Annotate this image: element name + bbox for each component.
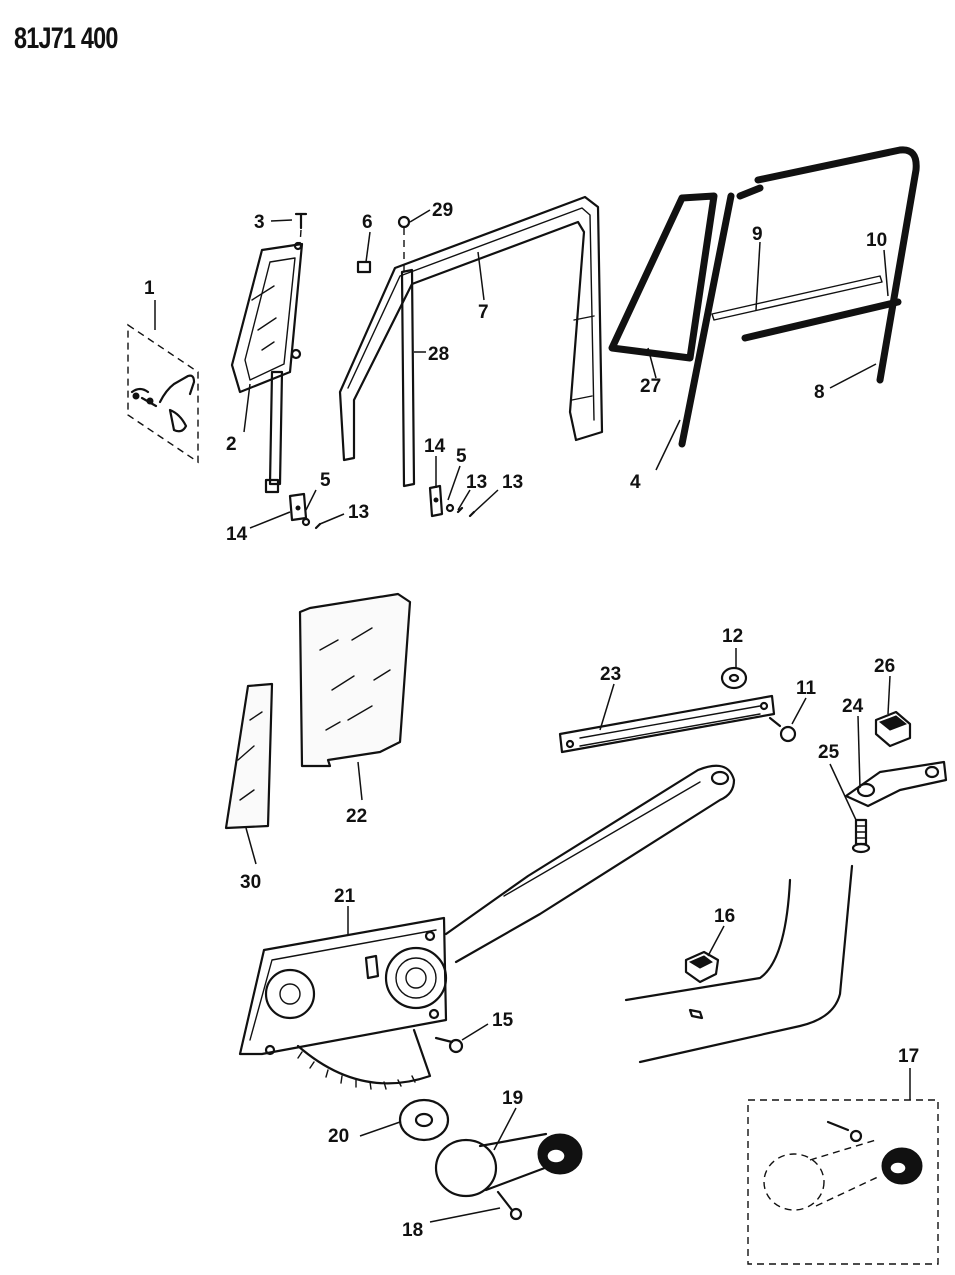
leader-lines [154, 209, 911, 1223]
part-16-clip [684, 950, 720, 984]
callout-9: 9 [752, 224, 763, 245]
callout-13-right: 13 [502, 472, 523, 493]
callout-5-left: 5 [320, 470, 331, 491]
part-18-screw [496, 1190, 523, 1221]
part-10-weatherstrip [741, 298, 902, 342]
callout-15: 15 [492, 1010, 514, 1031]
callout-18: 18 [402, 1220, 423, 1241]
callout-14-left: 14 [226, 524, 248, 545]
callout-11: 11 [796, 678, 817, 699]
callout-13-middle: 13 [466, 472, 487, 493]
part-7-door-frame [338, 195, 604, 462]
part-6-nut [356, 260, 372, 274]
callout-20: 20 [328, 1126, 349, 1147]
callout-28: 28 [428, 344, 449, 365]
callout-24: 24 [842, 696, 864, 717]
callout-5-middle: 5 [456, 446, 467, 467]
callout-25: 25 [818, 742, 840, 763]
callout-17: 17 [898, 1046, 919, 1067]
door-inner-panel-outline [624, 864, 854, 1064]
part-3-screw [294, 212, 308, 245]
part-12-roller [720, 666, 748, 690]
callout-10: 10 [866, 230, 887, 251]
callout-3: 3 [254, 212, 265, 233]
callout-14-middle: 14 [424, 436, 446, 457]
callout-4: 4 [630, 472, 641, 493]
part-11-screw [768, 716, 797, 743]
part-28-glass-channel [400, 268, 416, 488]
part-22-door-glass [298, 592, 412, 768]
callout-22: 22 [346, 806, 367, 827]
part-2-vent-window [230, 241, 304, 494]
part-25-bolt [851, 818, 871, 854]
callout-23: 23 [600, 664, 621, 685]
part-23-glass-lift-channel [558, 694, 776, 754]
callout-26: 26 [874, 656, 895, 677]
callout-13-left: 13 [348, 502, 369, 523]
part-27-vent-seal [608, 192, 718, 362]
callout-21: 21 [334, 886, 356, 907]
callout-7: 7 [478, 302, 489, 323]
callout-12: 12 [722, 626, 743, 647]
part-26-clip [874, 710, 912, 748]
callout-16: 16 [714, 906, 735, 927]
part-21-window-regulator [238, 764, 736, 1090]
drawing-code: 81J71 400 [14, 22, 118, 55]
part-9-belt-strip [711, 275, 883, 321]
part-29-screw [397, 215, 411, 272]
callout-27: 27 [640, 376, 661, 397]
part-20-washer [398, 1098, 450, 1142]
part-14-pivot-bracket-left [288, 492, 322, 530]
callout-6: 6 [362, 212, 373, 233]
part-30-vent-glass [224, 682, 274, 830]
callout-1: 1 [144, 278, 155, 299]
callout-2: 2 [226, 434, 237, 455]
callout-30: 30 [240, 872, 261, 893]
callout-8: 8 [814, 382, 825, 403]
part-24-lower-bracket [844, 760, 948, 808]
callout-labels: 1 2 3 4 5 5 6 7 8 9 10 11 12 13 13 13 14… [144, 200, 919, 1241]
part-17-crank-kit [747, 1099, 939, 1265]
part-4-division-bar [678, 192, 735, 448]
part-19-crank-handle [434, 1132, 583, 1198]
callout-19: 19 [502, 1088, 523, 1109]
part-1-vent-latch-kit [127, 323, 199, 464]
callout-29: 29 [432, 200, 453, 221]
part-15-screw [434, 1036, 464, 1054]
part-8-run-channel [736, 146, 920, 384]
